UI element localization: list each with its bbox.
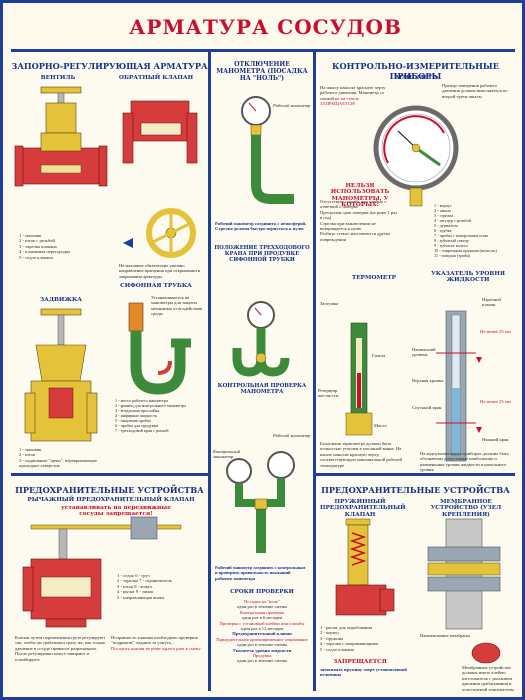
period-item: один раз в течение смены xyxy=(236,642,288,648)
membrane-label: МЕМБРАННОЕ УСТРОЙСТВО (УЗЕЛ КРЕПЛЕНИЯ) xyxy=(430,499,502,518)
forbidden-item: Просрочен срок поверки (не реже 1 раз в … xyxy=(320,209,397,221)
poster-title: АРМАТУРА СОСУДОВ xyxy=(129,15,402,39)
gauge-illustrations xyxy=(226,96,295,553)
panel-safety-spring: ПРЕДОХРАНИТЕЛЬНЫЕ УСТРОЙСТВА ПРУЖИННЫЙ П… xyxy=(316,477,515,691)
forbidden-list: Отсутствует пломба или клеймо с отметкой… xyxy=(320,199,400,242)
forbidden-item: Стрелка при выключении не возвращается к… xyxy=(320,220,376,232)
lever-valve-label: РЫЧАЖНЫЙ ПРЕДОХРАНИТЕЛЬНЫЙ КЛАПАН xyxy=(27,497,195,503)
lever-check-note: Исправность клапана необходимо проверять… xyxy=(111,635,205,651)
membrane-tag: Наименование мембраны xyxy=(420,633,470,638)
lever-valve-warning: устанавливать на передвижные сосуды запр… xyxy=(61,505,171,518)
panel-shutoff-valves: ЗАПОРНО-РЕГУЛИРУЮЩАЯ АРМАТУРА ВЕНТИЛЬ ОБ… xyxy=(11,53,208,473)
safety-heading-left: ПРЕДОХРАНИТЕЛЬНЫЕ УСТРОЙСТВА xyxy=(15,485,204,495)
panel-safety-lever: ПРЕДОХРАНИТЕЛЬНЫЕ УСТРОЙСТВА РЫЧАЖНЫЙ ПР… xyxy=(11,477,208,691)
gauge-note-warning: не на стекле ЗАПРЕЩАЕТСЯ! xyxy=(320,95,359,107)
purge-heading: ПОЛОЖЕНИЕ ТРЕХХОДОВОГО КРАНА ПРИ ПРОДУВК… xyxy=(214,245,310,263)
panel-instruments: КОНТРОЛЬНО-ИЗМЕРИТЕЛЬНЫЕ ПРИБОРЫ МАНОМЕТ… xyxy=(316,53,515,473)
period-item: Принудительное кратковременное открывани… xyxy=(216,636,308,642)
spring-forbidden-text: затягивать пружину сверх установленной в… xyxy=(320,667,407,678)
manometer-illustration xyxy=(345,105,482,462)
control-check-heading: КОНТРОЛЬНАЯ ПРОВЕРКА МАНОМЕТРА xyxy=(217,383,307,395)
divider-right xyxy=(313,51,316,691)
manometer-label: МАНОМЕТР xyxy=(395,75,437,81)
period-item: Посадка на "ноль" xyxy=(243,599,281,604)
gauge-check-note: Прежде измерения рабочего давления долже… xyxy=(442,83,508,99)
panel-gauge-checks: ОТКЛЮЧЕНИЕ МАНОМЕТРА (ПОСАДКА НА "НОЛЬ")… xyxy=(211,53,313,691)
period-item: один раз в течение смены xyxy=(236,604,288,610)
thermo-part: Гильза xyxy=(372,353,386,358)
period-item: Указатель уровня жидкости xyxy=(232,647,292,653)
level-mark: Не менее 25 мм xyxy=(480,329,511,334)
forbidden-item: Отсутствует пломба или клеймо с отметкой… xyxy=(320,199,387,210)
zero-check-heading: ОТКЛЮЧЕНИЕ МАНОМЕТРА (ПОСАДКА НА "НОЛЬ") xyxy=(216,61,308,82)
membrane-note: Мембранные устройства должны иметь клейм… xyxy=(462,665,514,691)
level-mark: Нарезной клапан xyxy=(482,297,501,308)
period-item: Контрольная проверка xyxy=(239,609,285,615)
level-mark: Наивысший уровень xyxy=(412,347,436,358)
periods-list: Посадка на "ноль" один раз в течение сме… xyxy=(215,599,309,664)
divider-left xyxy=(208,51,211,691)
zero-check-note: Рабочий манометр соединить с атмосферой.… xyxy=(215,221,307,232)
siphon-note: Устанавливается на манометры для защиты … xyxy=(151,295,203,317)
spring-forbidden: ЗАПРЕЩАЕТСЯ xyxy=(333,659,387,665)
thermometer-label: ТЕРМОМЕТР xyxy=(351,275,397,281)
level-mark: Нижний кран xyxy=(482,437,509,442)
panel-heading: ЗАПОРНО-РЕГУЛИРУЮЩАЯ АРМАТУРА xyxy=(11,61,208,71)
level-note: На водоуказательных приборах должны быть… xyxy=(420,451,509,473)
siphon-parts-list: 1 - место рабочего манометра 2 - фланец … xyxy=(115,398,187,433)
level-mark: Верхняя кромка xyxy=(412,378,444,383)
work-gauge-label: Рабочий манометр xyxy=(273,103,311,108)
lever-check-warning: Посадить клапан не реже одного раза в см… xyxy=(111,645,201,651)
level-mark: Спускной кран xyxy=(412,405,442,410)
spring-parts-list: 1 - рычаг для опробования 2 - корпус 3 -… xyxy=(320,625,378,652)
siphon-label: СИФОННАЯ ТРУБКА xyxy=(120,283,192,289)
handwheel-note: На маховике обязательно указано направле… xyxy=(119,263,201,279)
gate-label: ЗАДВИЖКА xyxy=(39,297,83,303)
lever-parts-list: 1 - седло 6 - груз 2 - тарелка 7 - огран… xyxy=(117,573,172,600)
instruments-heading: КОНТРОЛЬНО-ИЗМЕРИТЕЛЬНЫЕ ПРИБОРЫ xyxy=(332,61,499,81)
lever-check-text: Исправность клапана необходимо проверять… xyxy=(111,635,199,646)
period-item: Продувка xyxy=(252,653,272,659)
periods-heading: СРОКИ ПРОВЕРКИ xyxy=(230,589,294,595)
top-divider xyxy=(11,49,515,52)
forbidden-item: Разбито стекло или имеются другие повреж… xyxy=(320,231,391,242)
gauge-note-text: На шкалу наносят красную черту рабочего … xyxy=(320,85,386,101)
period-item: Проверка с установкой клейма или пломбы xyxy=(219,620,305,626)
valve-label: ВЕНТИЛЬ xyxy=(40,75,76,81)
thermo-part: Заглушка xyxy=(320,301,339,306)
lever-valve-illustration xyxy=(22,516,182,628)
period-item: один раз в 6 месяцев xyxy=(241,615,283,621)
period-item: один раз в течение смены xyxy=(236,658,288,664)
spring-valve-illustration xyxy=(335,518,501,664)
period-item: один раз в 12 месяцев xyxy=(240,626,284,632)
divider-right-mid xyxy=(313,473,515,476)
gauge-parts-list: 1 - корпус 2 - шкала 3 - стрелка 4 - шту… xyxy=(434,203,497,258)
control-check-note: Рабочий манометр соединить с контрольным… xyxy=(215,565,306,581)
thermo-part: Резервуар жесткости xyxy=(318,388,339,399)
level-gauge-label: УКАЗАТЕЛЬ УРОВНЯ ЖИДКОСТИ xyxy=(431,271,505,284)
safety-heading-right: ПРЕДОХРАНИТЕЛЬНЫЕ УСТРОЙСТВА xyxy=(321,485,510,495)
control-gauge-label: Контрольный манометр xyxy=(213,449,241,460)
thermo-part: Масло xyxy=(374,423,387,428)
spring-valve-label: ПРУЖИННЫЙ ПРЕДОХРАНИТЕЛЬНЫЙ КЛАПАН xyxy=(320,499,406,518)
lever-note: Клапан путем перемещения груза регулирую… xyxy=(15,635,106,662)
forbidden-heading: НЕЛЬЗЯ ИСПОЛЬЗОВАТЬ МАНОМЕТРЫ, У КОТОРЫХ… xyxy=(330,183,390,209)
valve-illustration xyxy=(14,86,198,442)
period-item: Предохранительный клапан xyxy=(232,631,292,637)
gauge-note: На шкалу наносят красную черту рабочего … xyxy=(320,85,394,107)
gate-parts-list: 1 - маховик 2 - шток 3 - подвижные "щеки… xyxy=(19,447,97,469)
divider-left-mid xyxy=(11,473,209,476)
check-valve-label: ОБРАТНЫЙ КЛАПАН xyxy=(118,75,194,81)
valve-parts-list: 1 - маховик 2 - шток с резьбой 3 - тарел… xyxy=(19,233,71,260)
level-mark: Не менее 25 мм xyxy=(480,399,511,404)
work-gauge-label-2: Рабочий манометр xyxy=(273,433,311,438)
thermo-note: Баллончик термометра должен быть полност… xyxy=(320,441,402,468)
